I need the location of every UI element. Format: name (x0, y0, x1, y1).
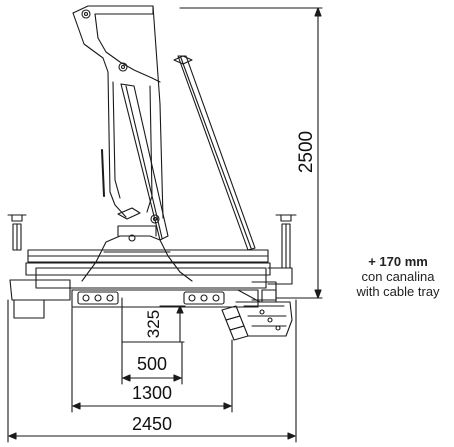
mid-width-dimension: 1300 (71, 307, 233, 413)
height-label: 2500 (296, 131, 317, 173)
bolt-group-right (183, 291, 225, 305)
overall-width-dimension: 2450 (7, 299, 297, 443)
bolt-group-left (77, 291, 119, 305)
height-dimension: 2500 (179, 7, 323, 299)
stabilizer-left (7, 214, 27, 251)
inner-width-dimension: 500 (121, 297, 183, 385)
offset-label: 325 (144, 310, 163, 338)
extra-height-text: + 170 mm (368, 254, 428, 269)
note-line-italian: con canalina (361, 269, 435, 284)
offset-dimension: 325 (121, 305, 186, 343)
overall-width-label: 2450 (132, 414, 172, 434)
mid-width-label: 1300 (132, 383, 172, 403)
note-line-english: with cable tray (356, 284, 440, 299)
cable-tray (221, 281, 293, 341)
inner-width-label: 500 (137, 354, 167, 374)
chassis-frame (7, 214, 297, 341)
stabilizer-right (267, 214, 297, 285)
column-base (81, 225, 193, 282)
cable-tray-note: + 170 mm con canalina with cable tray (344, 254, 452, 299)
crane-boom (72, 5, 256, 251)
